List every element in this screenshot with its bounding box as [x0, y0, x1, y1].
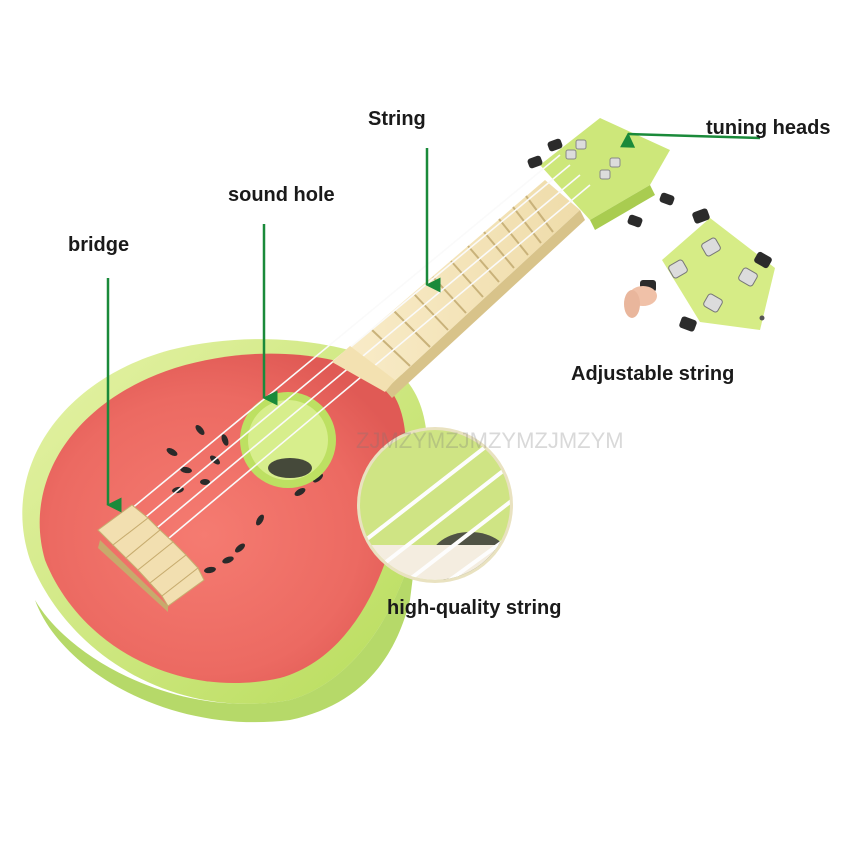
nut: [332, 346, 395, 392]
annotation-arrows: [106, 132, 761, 513]
arrow-tuning-heads: [620, 132, 761, 148]
label-bridge: bridge: [68, 234, 130, 256]
label-adjustable-string: Adjustable string: [571, 363, 735, 385]
label-string: String: [368, 108, 426, 130]
label-sound-hole: sound hole: [228, 184, 335, 206]
bridge: [97, 504, 205, 612]
label-tuning-heads: tuning heads: [706, 117, 831, 139]
string-detail-zoom: [357, 427, 513, 583]
headstock: [527, 118, 675, 230]
neck: [335, 180, 585, 398]
headstock-detail-zoom: [624, 208, 775, 332]
sound-hole: [240, 392, 336, 488]
label-high-quality-string: high-quality string: [387, 597, 562, 619]
watermark-text: ZJMZYMZJMZYMZJMZYM: [356, 428, 624, 453]
